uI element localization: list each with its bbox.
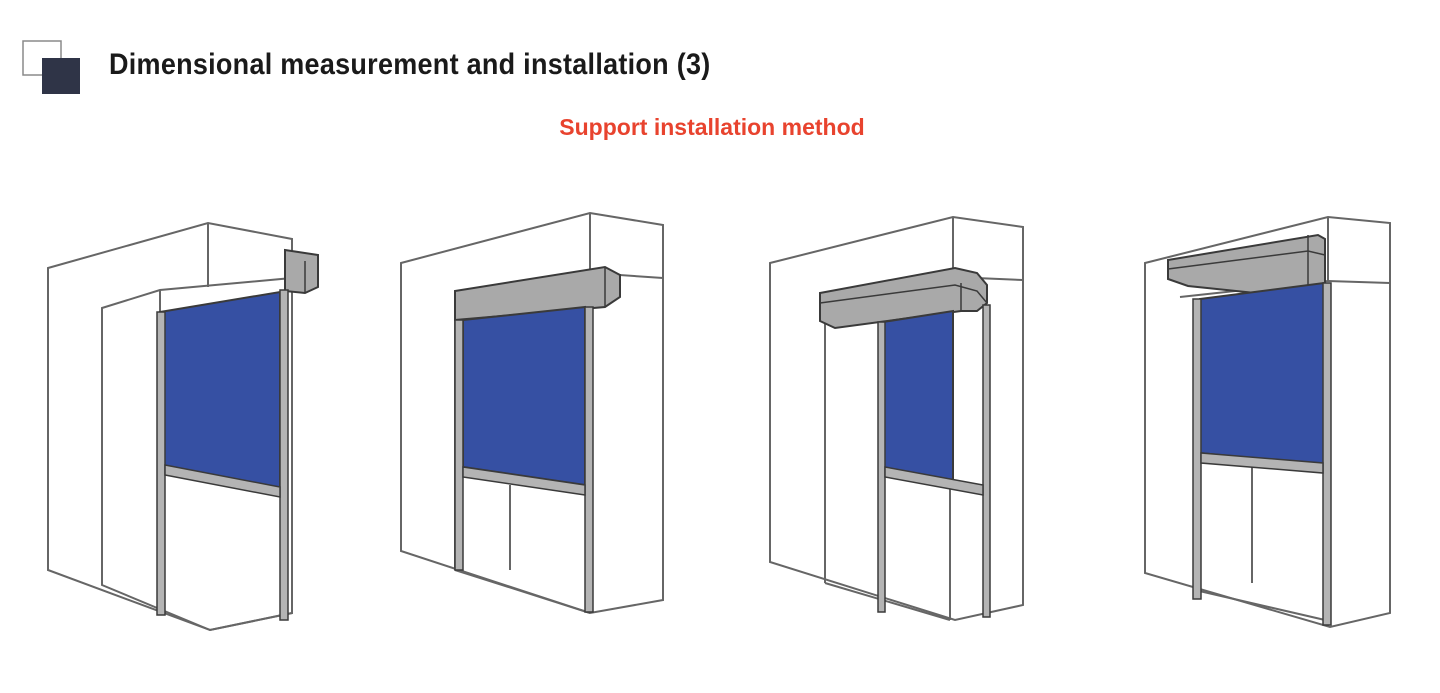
section-subtitle: Support installation method xyxy=(559,114,865,140)
illustration-bracket-mounted-behind-wall xyxy=(1144,215,1391,629)
illustration-bracket-mounted-inside-top xyxy=(400,211,664,615)
page-title: Dimensional measurement and installation… xyxy=(109,48,711,81)
overlapping-squares-icon xyxy=(22,40,80,94)
illustration-bracket-mounted-side xyxy=(47,221,319,632)
illustration-bracket-mounted-front-overhang xyxy=(769,215,1024,622)
